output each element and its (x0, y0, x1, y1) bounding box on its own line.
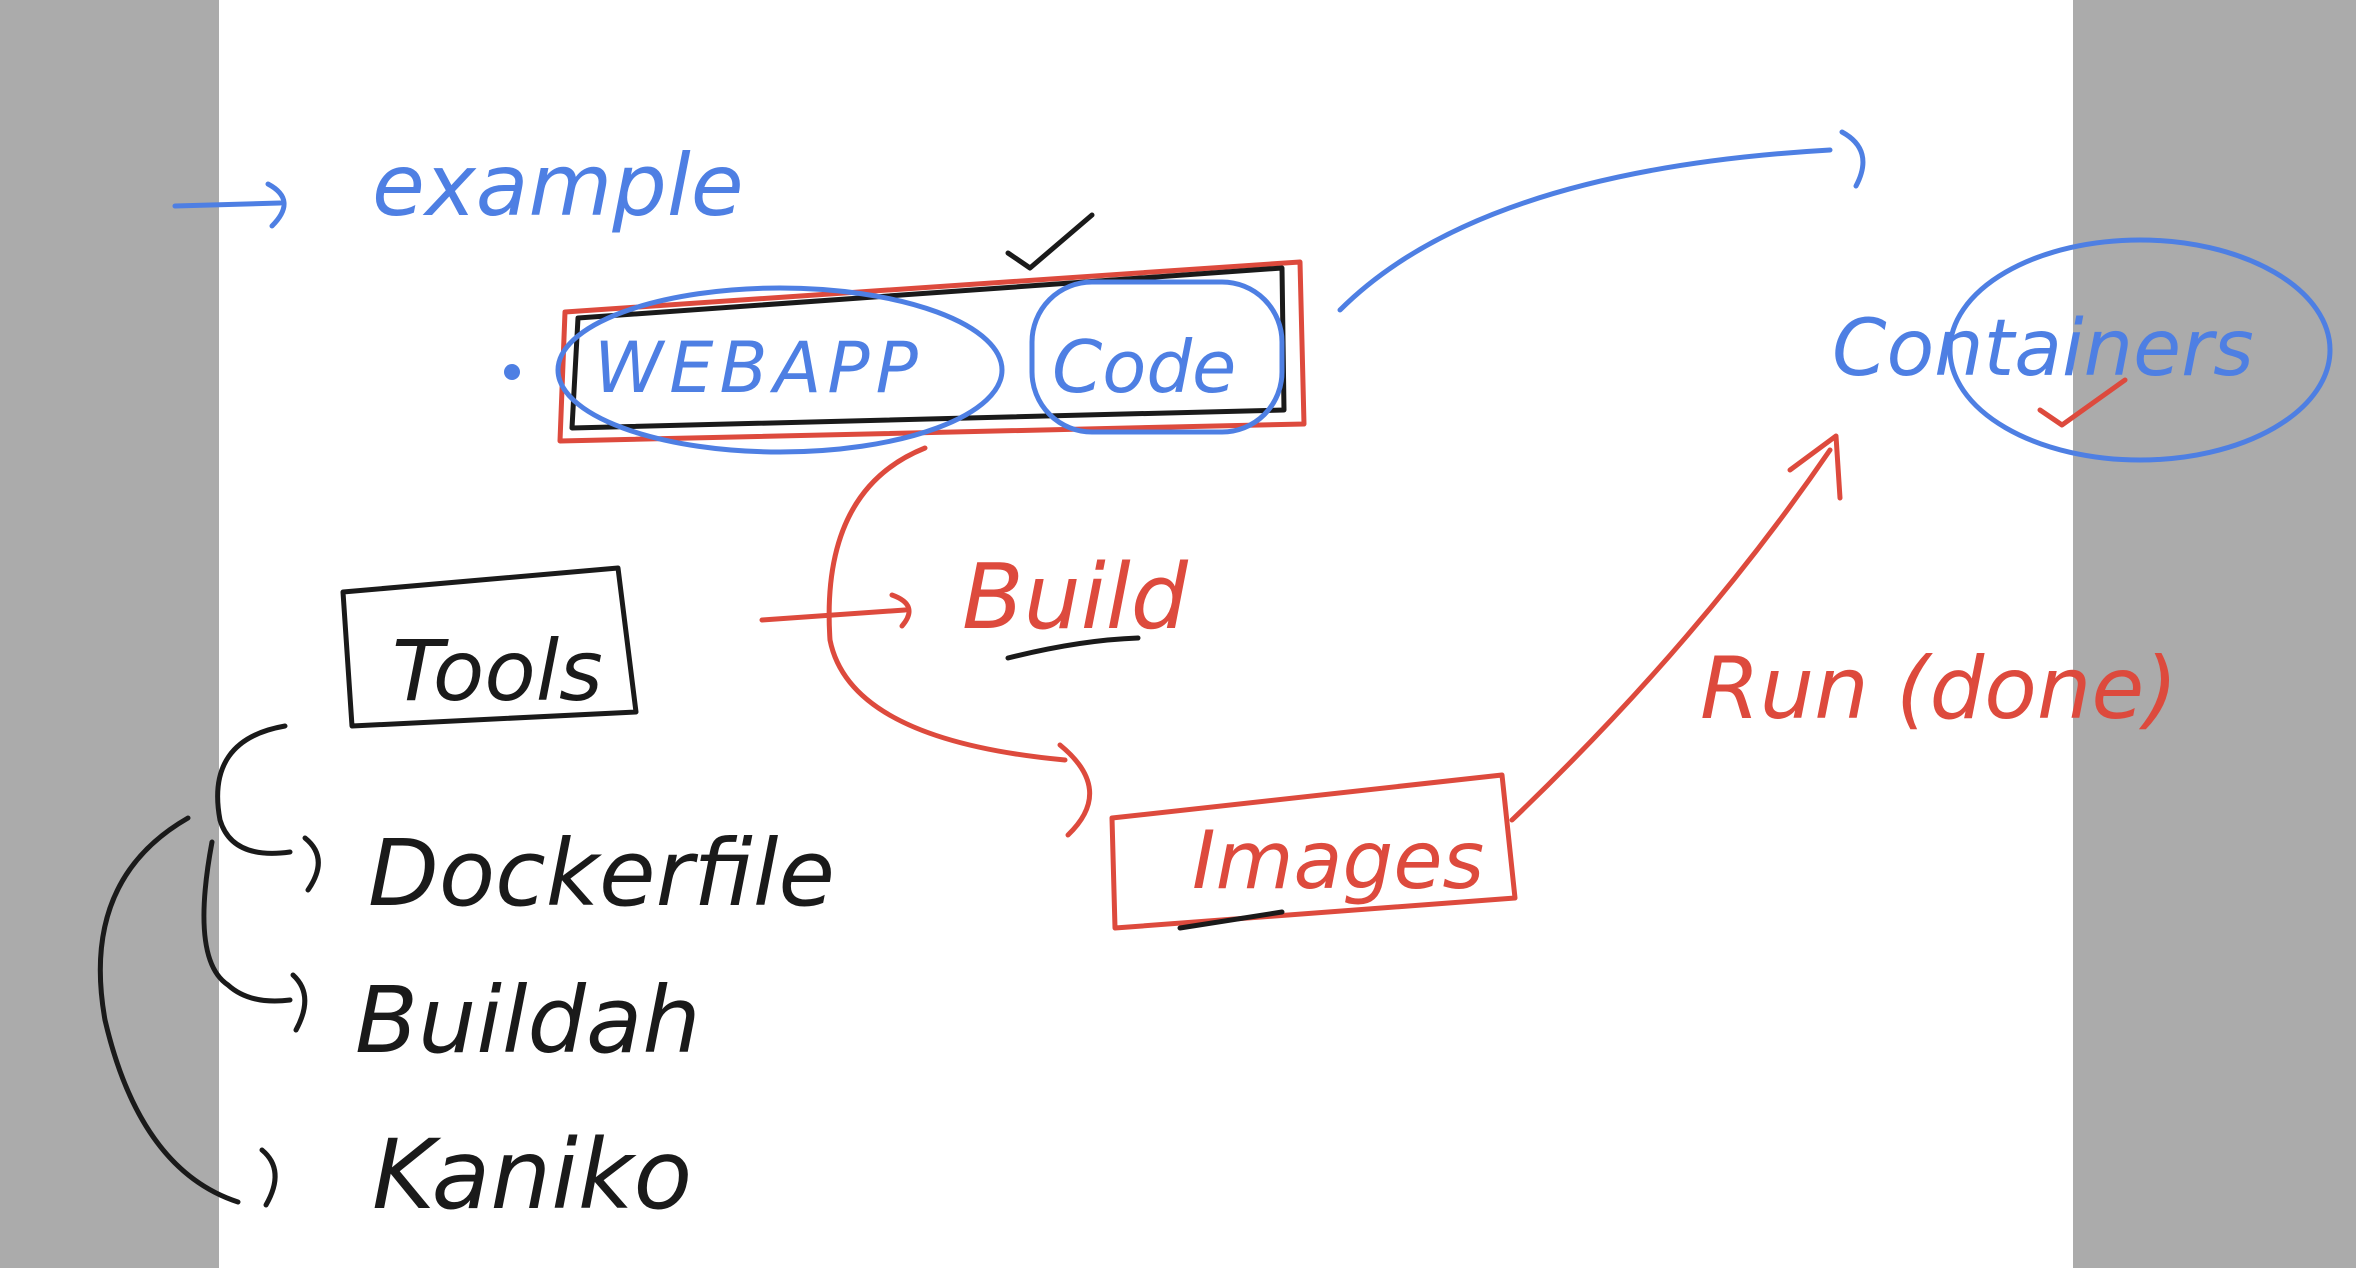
buildah-arrow-icon (290, 972, 308, 1033)
containers-label: Containers (1832, 304, 2254, 394)
tool-item-kaniko: Kaniko (372, 1119, 692, 1231)
check-mark (1005, 212, 1095, 271)
bullet-dot (504, 364, 520, 380)
code-label: Code (1052, 325, 1236, 409)
build-underline (1005, 635, 1141, 661)
images-box (1109, 772, 1518, 931)
images-to-containers-arrow (1509, 433, 1843, 823)
tool-item-buildah: Buildah (355, 967, 701, 1074)
tools-box (340, 565, 639, 729)
code-to-images-curve (826, 445, 1093, 838)
containers-check (2037, 377, 2128, 428)
tools-bracket-inner (215, 723, 293, 856)
tools-label: Tools (392, 622, 603, 720)
containers-ellipse (1947, 237, 2333, 463)
webapp-code-red-box (557, 259, 1307, 444)
kaniko-arrow-icon (259, 1147, 278, 1208)
images-label: Images (1192, 814, 1484, 907)
webapp-label: WEBAPP (594, 327, 924, 409)
tool-item-dockerfile: Dockerfile (368, 820, 835, 927)
build-label: Build (962, 545, 1189, 650)
example-arrow (172, 181, 287, 229)
webapp-code-black-box (569, 265, 1287, 431)
images-underline (1177, 909, 1285, 931)
whiteboard-canvas (219, 0, 2073, 1268)
tools-bracket-outer (97, 815, 241, 1205)
code-to-containers-arc (1337, 129, 1866, 313)
run-label: Run (done) (1700, 639, 2178, 739)
build-arrow (759, 592, 912, 629)
dockerfile-arrow-icon (302, 835, 321, 893)
code-box (1029, 279, 1285, 435)
webapp-ellipse (555, 285, 1005, 455)
tools-bracket-middle (201, 839, 293, 1004)
example-label: example (372, 136, 744, 236)
